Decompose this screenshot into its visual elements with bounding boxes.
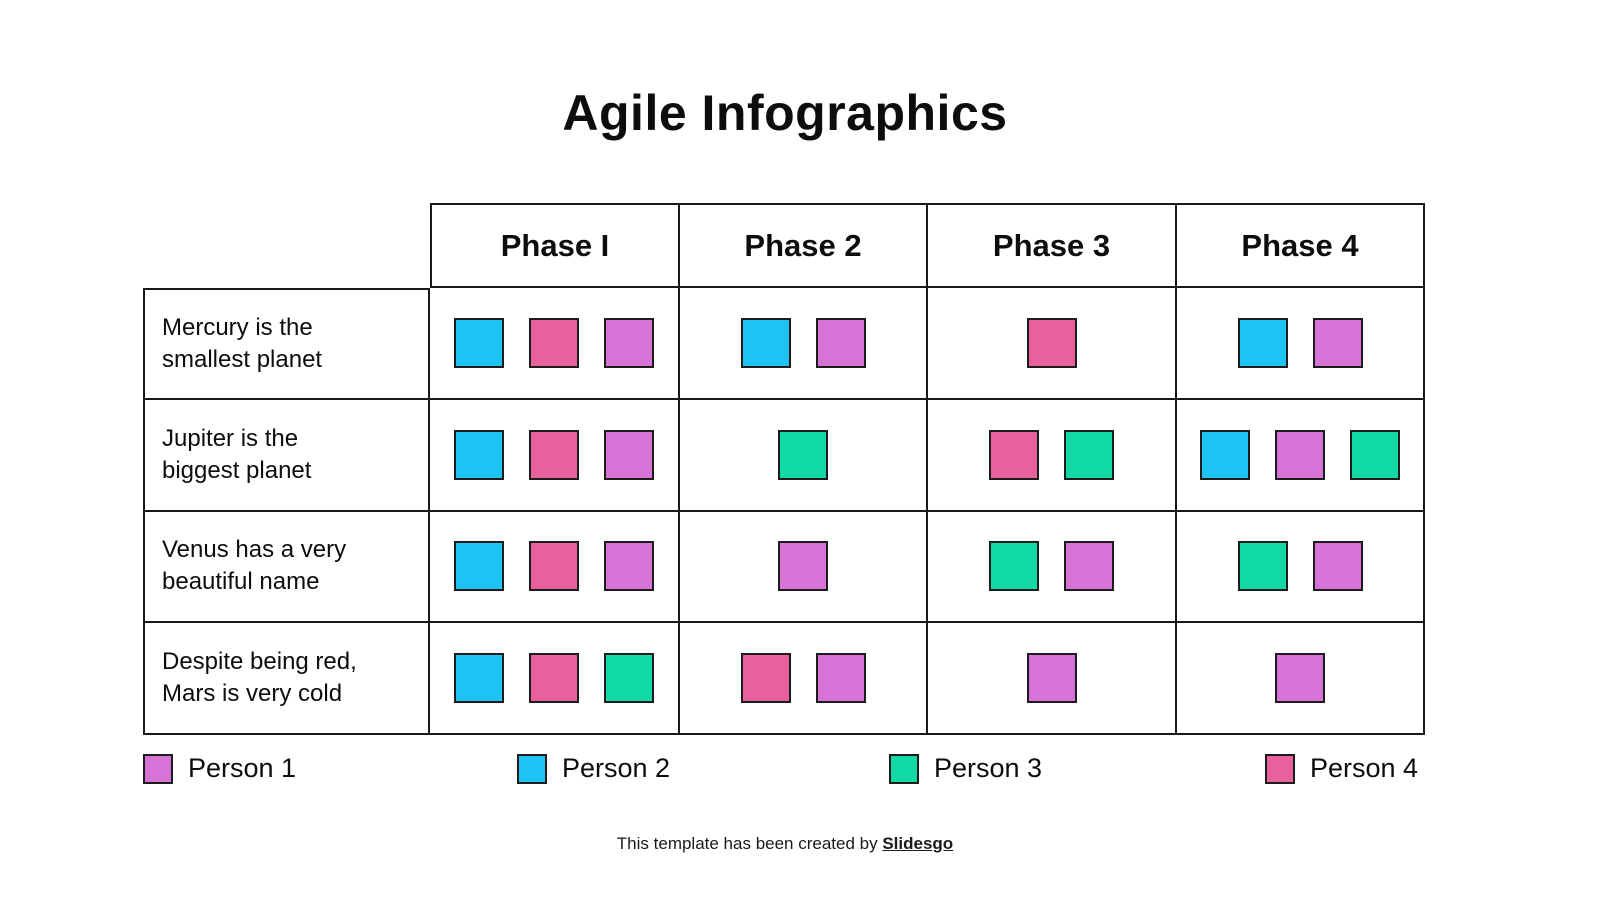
task-marker-person2	[454, 653, 504, 704]
row-label: Despite being red, Mars is very cold	[143, 623, 430, 735]
task-marker-person1	[604, 429, 654, 480]
task-marker-person4	[529, 541, 579, 592]
table-cell	[680, 288, 928, 400]
task-marker-person1	[1064, 541, 1114, 592]
task-marker-person2	[740, 317, 791, 368]
task-marker-person2	[454, 429, 504, 480]
task-marker-person4	[529, 317, 579, 368]
task-marker-person1	[1312, 317, 1363, 368]
row-label: Jupiter is the biggest planet	[143, 399, 430, 512]
legend-swatch-person2	[517, 753, 547, 784]
task-marker-person1	[815, 317, 866, 368]
column-header-phase-3: Phase 3	[928, 203, 1177, 288]
table-cell	[1177, 623, 1425, 735]
page-title: Agile Infographics	[562, 85, 1008, 141]
task-marker-person2	[1237, 317, 1288, 368]
task-marker-person2	[454, 317, 504, 368]
table-cell	[680, 399, 928, 512]
legend: Person 1 Person 2 Person 3 Person 4	[143, 753, 1483, 784]
table-cell	[430, 288, 680, 400]
footer-text: This template has been created by	[616, 834, 883, 853]
legend-swatch-person4	[1265, 753, 1295, 784]
table-cell	[1177, 288, 1425, 400]
table-cell	[430, 511, 680, 624]
legend-item-person-3: Person 3	[889, 753, 1265, 784]
task-marker-person1	[778, 541, 828, 592]
table-cell	[430, 399, 680, 512]
table-corner-spacer	[143, 203, 430, 288]
task-marker-person3	[989, 541, 1039, 592]
task-marker-person3	[1350, 429, 1400, 480]
table-cell	[430, 623, 680, 735]
table-cell	[928, 511, 1177, 624]
task-marker-person3	[1064, 429, 1114, 480]
legend-item-person-1: Person 1	[143, 753, 517, 784]
table-cell	[1177, 511, 1425, 624]
task-marker-person4	[989, 429, 1039, 480]
task-marker-person1	[1026, 653, 1077, 704]
task-marker-person1	[1275, 653, 1325, 704]
legend-label: Person 2	[562, 753, 671, 783]
task-marker-person1	[604, 317, 654, 368]
legend-swatch-person3	[889, 753, 919, 784]
legend-label: Person 4	[1310, 753, 1419, 783]
legend-label: Person 1	[188, 753, 297, 783]
task-marker-person4	[529, 429, 579, 480]
table-cell	[928, 288, 1177, 400]
task-marker-person4	[529, 653, 579, 704]
row-label: Venus has a very beautiful name	[143, 511, 430, 624]
task-marker-person4	[740, 653, 791, 704]
legend-label: Person 3	[934, 753, 1043, 783]
task-marker-person3	[778, 429, 828, 480]
task-marker-person1	[1275, 429, 1325, 480]
task-marker-person1	[604, 541, 654, 592]
task-marker-person2	[454, 541, 504, 592]
legend-item-person-2: Person 2	[517, 753, 889, 784]
task-marker-person3	[1237, 541, 1288, 592]
column-header-phase-2: Phase 2	[680, 203, 928, 288]
row-label: Mercury is the smallest planet	[143, 288, 430, 400]
task-marker-person1	[815, 653, 866, 704]
column-header-phase-1: Phase I	[430, 203, 680, 288]
task-marker-person4	[1026, 317, 1077, 368]
table-cell	[928, 399, 1177, 512]
legend-item-person-4: Person 4	[1265, 753, 1483, 784]
legend-swatch-person1	[143, 753, 173, 784]
task-marker-person3	[604, 653, 654, 704]
table-cell	[1177, 399, 1425, 512]
footer-credit: This template has been created by Slides…	[0, 834, 1570, 854]
task-marker-person1	[1312, 541, 1363, 592]
slidesgo-link[interactable]: Slidesgo	[882, 834, 954, 853]
column-header-phase-4: Phase 4	[1177, 203, 1425, 288]
table-cell	[680, 623, 928, 735]
table-cell	[928, 623, 1177, 735]
task-marker-person2	[1200, 429, 1250, 480]
table-cell	[680, 511, 928, 624]
